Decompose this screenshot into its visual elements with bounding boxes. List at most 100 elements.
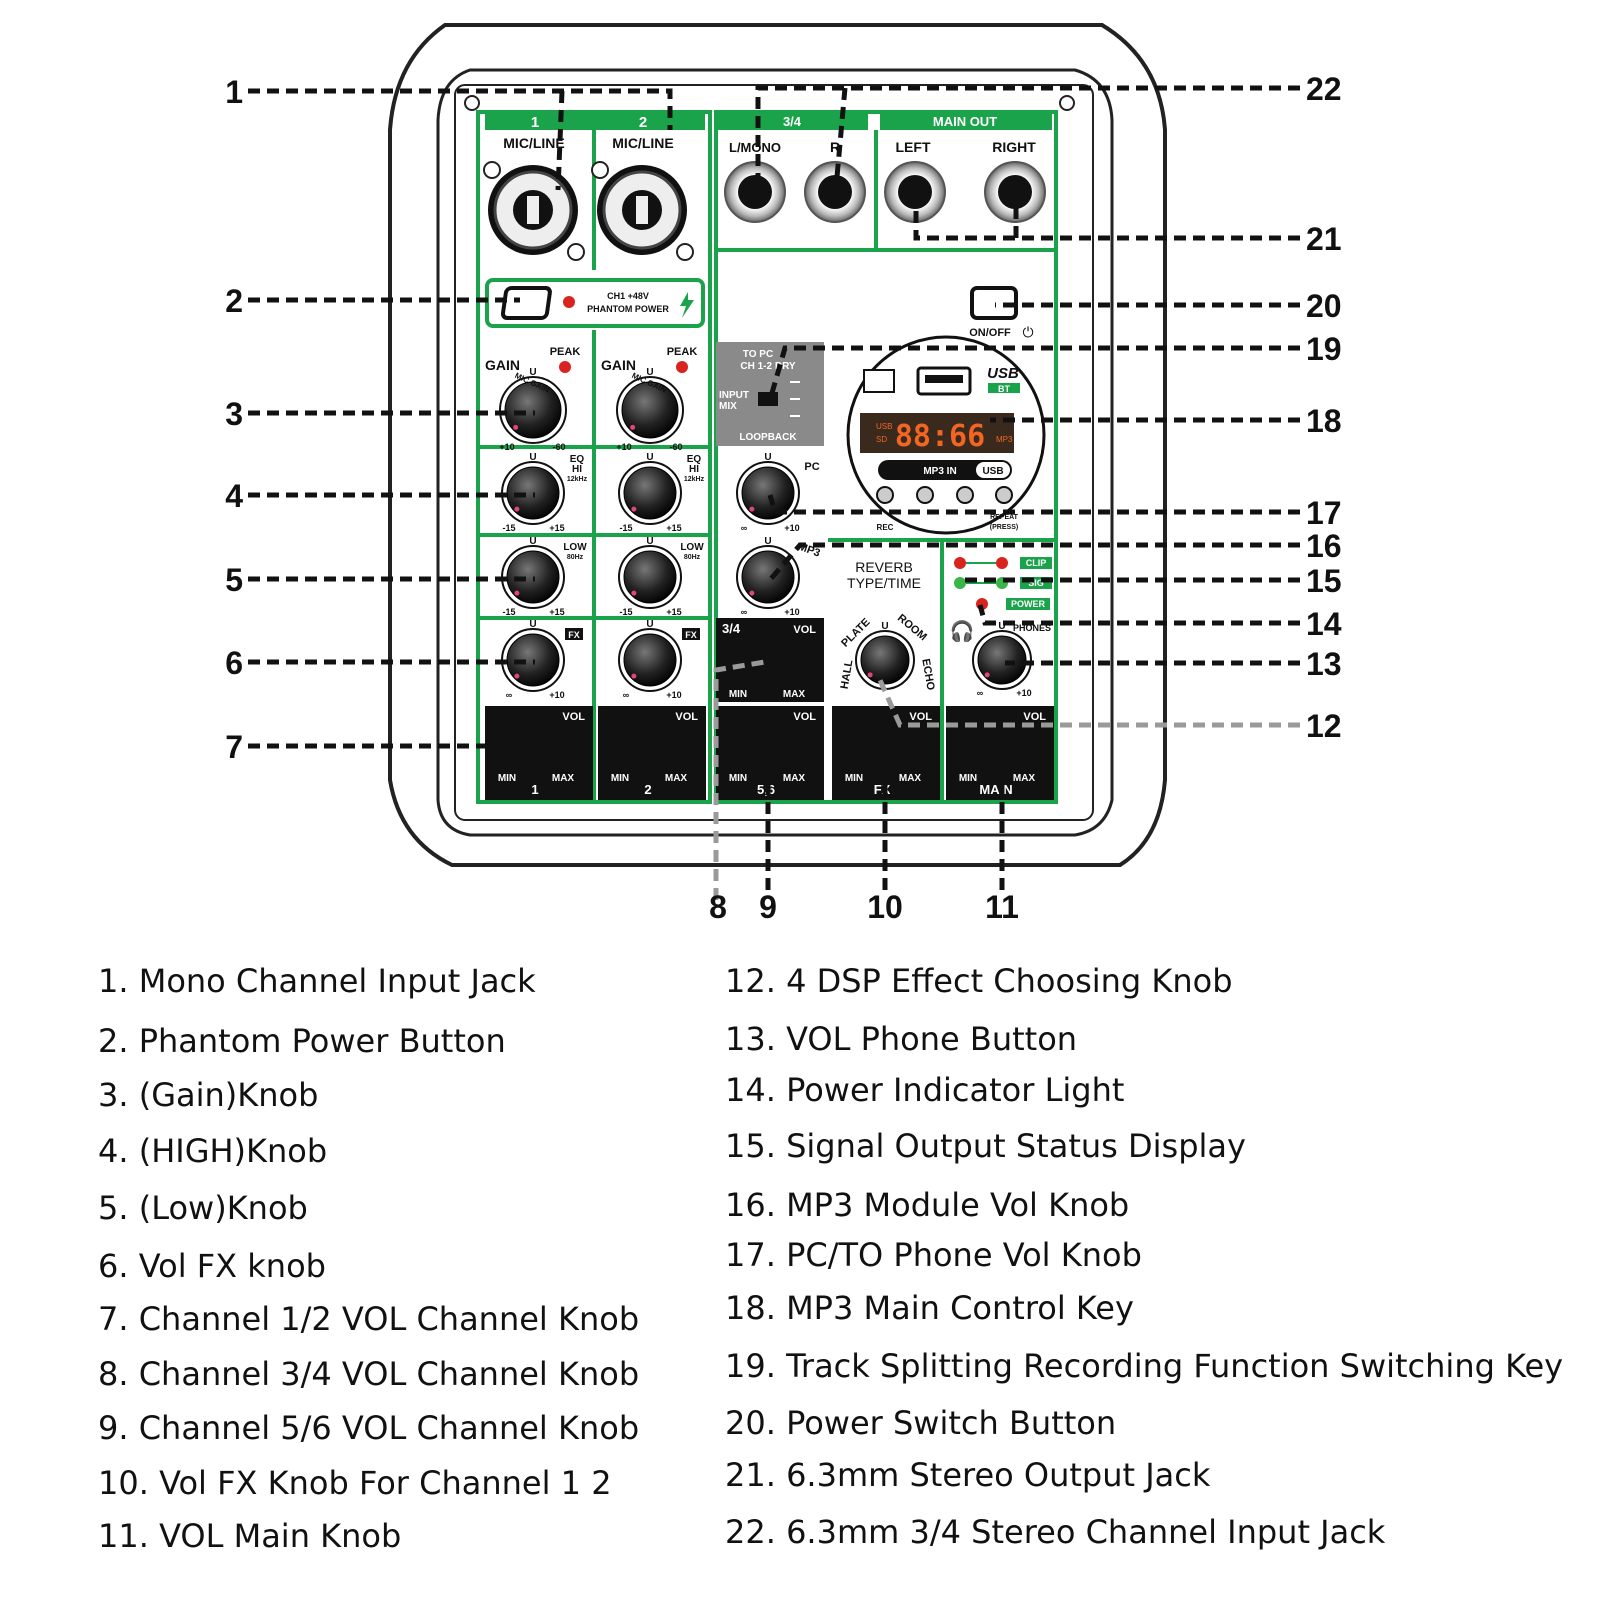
knob-pointer-dot: [631, 590, 637, 596]
legend-item: 6. Vol FX knob: [98, 1247, 326, 1285]
vol-label: VOL: [562, 711, 585, 723]
callout-leader: [877, 678, 1300, 728]
knob-max-label: +10: [784, 607, 799, 617]
hi-freq-label: 12kHz: [684, 476, 705, 483]
knob-center-mark: U: [529, 619, 536, 630]
max-label: MAX: [783, 689, 806, 700]
callout-leader: [768, 542, 1300, 582]
min-label: MIN: [845, 773, 863, 784]
max-label: MAX: [783, 773, 806, 784]
knob-pointer-dot: [513, 424, 519, 430]
min-label: MIN: [729, 773, 747, 784]
gain-knob-ch1[interactable]: U+10-60: [499, 367, 567, 452]
eq-label: EQ: [570, 454, 585, 465]
knob-center-mark: U: [646, 367, 653, 378]
knob-max-label: +10: [1016, 688, 1031, 698]
knob-cap: [623, 466, 677, 520]
callout-number: 17: [1306, 495, 1342, 531]
ch34-vol-header: 3/4: [722, 621, 741, 636]
hi-label: HI: [572, 464, 582, 475]
callout-number: 3: [225, 396, 243, 432]
loopback-switch[interactable]: [758, 392, 778, 406]
echo-label: ECHO: [919, 658, 936, 692]
display-digits: 88:66: [895, 419, 985, 454]
min-label: MIN: [611, 773, 629, 784]
legend-item: 11. VOL Main Knob: [98, 1517, 402, 1555]
combo-jack-ch2[interactable]: [597, 165, 687, 255]
mp3-btn-play-rec[interactable]: [876, 486, 894, 504]
knob-ring: [618, 628, 682, 692]
eq-label: EQ: [687, 454, 702, 465]
mp3-btn-prev[interactable]: [916, 486, 934, 504]
vol-label: VOL: [1023, 711, 1046, 723]
input-mix-line1: INPUT: [719, 390, 749, 401]
legend-item: 12. 4 DSP Effect Choosing Knob: [725, 962, 1233, 1000]
knob-max-label: -60: [669, 442, 682, 452]
knob-pointer-dot: [514, 590, 520, 596]
r-label: R: [830, 139, 840, 155]
to-pc-line1: TO PC: [743, 349, 773, 360]
led-display: [860, 413, 1014, 453]
legend-item: 22. 6.3mm 3/4 Stereo Channel Input Jack: [725, 1513, 1386, 1551]
gain-knob-ch2[interactable]: U+10-60: [616, 367, 684, 452]
knob-max-label: +15: [549, 523, 564, 533]
jack-main-right[interactable]: [984, 161, 1046, 223]
rec-label: REC: [877, 523, 894, 532]
knob-min-label: -15: [502, 607, 515, 617]
vol-channel-label: 1: [531, 782, 538, 797]
knob-min-label: +10: [499, 442, 514, 452]
mp3-btn-next[interactable]: [956, 486, 974, 504]
fx-send-knob-ch2[interactable]: U∞+10: [618, 619, 682, 700]
power-icon: ⏻: [1022, 325, 1033, 341]
callout-number: 19: [1306, 331, 1342, 367]
usb-cable-icon: [863, 369, 895, 393]
power-switch-button[interactable]: [970, 286, 1018, 320]
gain-label-ch1: GAIN: [485, 357, 520, 373]
knob-max-label: +10: [784, 523, 799, 533]
knob-max-label: +10: [549, 690, 564, 700]
peak-led-ch2: [676, 361, 688, 373]
pc-vol-knob[interactable]: U∞+10: [736, 452, 800, 533]
phantom-line1: CH1 +48V: [607, 291, 649, 301]
knob-min-label: ∞: [623, 690, 630, 700]
callout-number: 21: [1306, 221, 1342, 257]
low-eq-knob-ch2[interactable]: U-15+15: [618, 536, 682, 617]
legend-item: 13. VOL Phone Button: [725, 1020, 1078, 1058]
phones-vol-knob[interactable]: U∞+10: [972, 621, 1032, 698]
knob-min-label: ∞: [506, 690, 513, 700]
ch1-header: 1: [531, 114, 539, 131]
callout-leader: [977, 604, 1300, 626]
callout-leader: [913, 198, 1300, 241]
mixer-diagram: 1 2 3/4 MAIN OUT MIC/LINE MIC/LINE L/MON…: [225, 23, 1342, 925]
legend-item: 21. 6.3mm Stereo Output Jack: [725, 1456, 1211, 1494]
legend-item: 5. (Low)Knob: [98, 1189, 308, 1227]
jack-main-left[interactable]: [884, 161, 946, 223]
knob-center-mark: U: [998, 621, 1005, 632]
vol-label: VOL: [675, 711, 698, 723]
knob-pointer-dot: [749, 590, 755, 596]
callout-number: 4: [225, 478, 243, 514]
callout-number: 20: [1306, 288, 1342, 324]
combo-jack-ch1[interactable]: [488, 165, 578, 255]
display-usb: USB: [876, 422, 892, 431]
low-freq-label: 80Hz: [684, 554, 701, 561]
mp3-vol-knob[interactable]: U∞+10: [736, 536, 800, 617]
knob-cap: [860, 635, 910, 685]
ch1-input-label: MIC/LINE: [503, 135, 564, 151]
knob-cap: [623, 633, 677, 687]
knob-pointer-dot: [514, 673, 520, 679]
mp3-btn-repeat[interactable]: [995, 486, 1013, 504]
hi-eq-knob-ch2[interactable]: U-15+15: [618, 452, 682, 533]
callout-number: 2: [225, 283, 243, 319]
callout-leader: [767, 494, 1300, 515]
jack-l-mono[interactable]: [724, 161, 786, 223]
vol-block-ch34: [716, 618, 824, 702]
fx-label: FX: [685, 630, 697, 640]
right-label: RIGHT: [992, 139, 1036, 155]
jack-r[interactable]: [804, 161, 866, 223]
clip-led-right: [996, 557, 1008, 569]
phantom-power-button[interactable]: [500, 286, 552, 320]
ch34-header: 3/4: [783, 114, 802, 129]
knob-ring: [972, 630, 1032, 690]
legend-item: 8. Channel 3/4 VOL Channel Knob: [98, 1355, 640, 1393]
